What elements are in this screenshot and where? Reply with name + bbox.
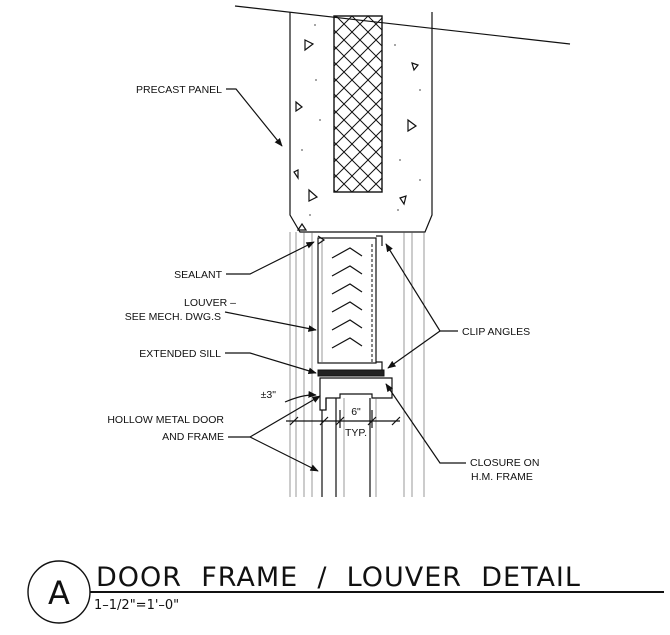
insulation-core <box>333 15 383 193</box>
dimension-6-typ <box>286 410 401 428</box>
label-hollow-metal-line2: AND FRAME <box>162 431 224 443</box>
extended-sill <box>317 369 385 377</box>
louver-assembly <box>317 235 383 372</box>
drawing-title: DOOR FRAME / LOUVER DETAIL <box>96 562 581 593</box>
drawing-scale: 1–1/2"=1'–0" <box>94 598 179 613</box>
leader-lines <box>224 88 466 472</box>
roof-slope-line <box>234 5 571 45</box>
label-louver-line2: SEE MECH. DWG.S <box>125 311 221 323</box>
label-hollow-metal-line1: HOLLOW METAL DOOR <box>107 414 224 426</box>
label-clip-angles: CLIP ANGLES <box>462 326 530 338</box>
detail-letter: A <box>48 574 70 612</box>
jamb-lines <box>321 398 377 497</box>
label-closure-line2: H.M. FRAME <box>471 471 533 483</box>
title-block: A DOOR FRAME / LOUVER DETAIL 1–1/2"=1'–0… <box>27 560 664 624</box>
label-dimension-typ: TYP. <box>345 427 367 439</box>
label-sealant: SEALANT <box>174 269 222 281</box>
label-plus-minus: ±3" <box>261 389 277 401</box>
label-dimension-value: 6" <box>351 406 361 418</box>
precast-panel <box>289 12 433 233</box>
label-extended-sill: EXTENDED SILL <box>139 348 221 360</box>
label-closure-line1: CLOSURE ON <box>470 457 539 469</box>
label-louver-line1: LOUVER – <box>184 297 236 309</box>
label-precast-panel: PRECAST PANEL <box>136 84 222 96</box>
